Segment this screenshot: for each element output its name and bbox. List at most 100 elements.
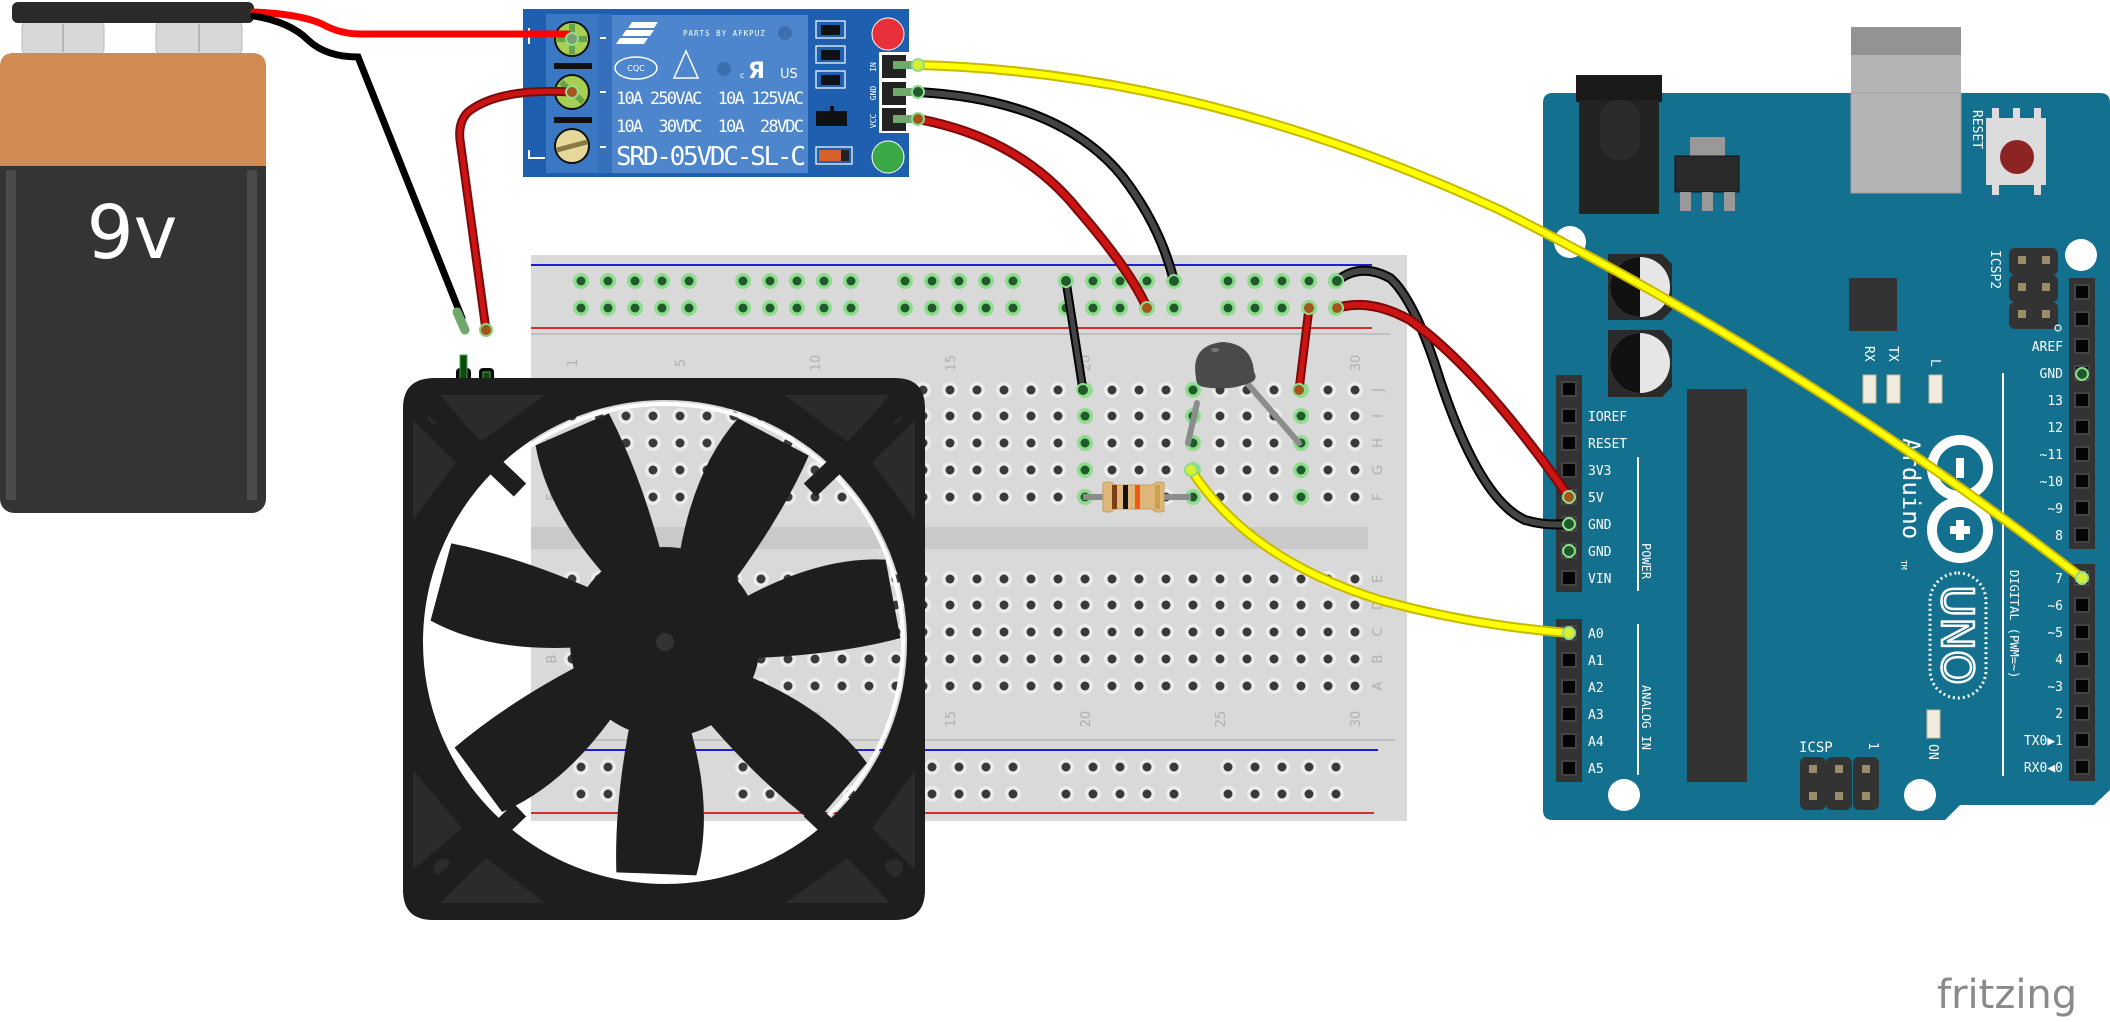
breadboard-hole[interactable] [672, 462, 688, 478]
header-pin[interactable] [2076, 421, 2088, 433]
breadboard-hole[interactable] [1320, 624, 1336, 640]
breadboard-hole[interactable] [618, 408, 634, 424]
rail-hole[interactable] [1085, 273, 1101, 289]
rail-hole[interactable] [1274, 759, 1290, 775]
breadboard-hole[interactable] [1266, 382, 1282, 398]
breadboard-hole[interactable] [1185, 678, 1201, 694]
breadboard-hole[interactable] [1050, 624, 1066, 640]
breadboard-hole[interactable] [672, 408, 688, 424]
rail-hole[interactable] [627, 273, 643, 289]
rail-hole[interactable] [573, 300, 589, 316]
rail-hole[interactable] [600, 786, 616, 802]
breadboard-hole[interactable] [1104, 678, 1120, 694]
rail-hole[interactable] [1274, 786, 1290, 802]
breadboard-hole[interactable] [1347, 382, 1363, 398]
breadboard-hole[interactable] [1050, 489, 1066, 505]
breadboard-hole[interactable] [969, 408, 985, 424]
breadboard-hole[interactable] [996, 678, 1012, 694]
breadboard-hole[interactable] [1077, 624, 1093, 640]
breadboard-hole[interactable] [645, 462, 661, 478]
arduino-uno[interactable]: RESET ICSP2 [1543, 27, 2110, 820]
rail-hole[interactable] [573, 786, 589, 802]
breadboard-hole[interactable] [1104, 571, 1120, 587]
breadboard-hole[interactable] [1050, 651, 1066, 667]
rail-hole[interactable] [924, 273, 940, 289]
rail-hole[interactable] [843, 273, 859, 289]
breadboard-hole[interactable] [645, 408, 661, 424]
breadboard-hole[interactable] [969, 597, 985, 613]
breadboard-hole[interactable] [996, 597, 1012, 613]
breadboard-hole[interactable] [1050, 571, 1066, 587]
rail-hole[interactable] [924, 759, 940, 775]
header-pin[interactable] [1563, 437, 1575, 449]
breadboard-hole[interactable] [645, 435, 661, 451]
rail-hole[interactable] [951, 759, 967, 775]
wire-endpoint[interactable] [2075, 571, 2089, 585]
breadboard-hole[interactable] [1131, 678, 1147, 694]
header-pin[interactable] [2076, 599, 2088, 611]
breadboard-hole[interactable] [942, 678, 958, 694]
breadboard-hole[interactable] [1266, 597, 1282, 613]
breadboard-hole[interactable] [1131, 408, 1147, 424]
breadboard-hole[interactable] [1158, 382, 1174, 398]
rail-hole[interactable] [600, 273, 616, 289]
breadboard-hole[interactable] [1050, 382, 1066, 398]
breadboard-hole[interactable] [996, 489, 1012, 505]
breadboard-hole[interactable] [1266, 624, 1282, 640]
rail-hole[interactable] [762, 273, 778, 289]
breadboard-hole[interactable] [969, 651, 985, 667]
breadboard-hole[interactable] [1212, 462, 1228, 478]
rail-hole[interactable] [951, 273, 967, 289]
breadboard-hole[interactable] [1266, 489, 1282, 505]
breadboard-hole[interactable] [1320, 462, 1336, 478]
breadboard-hole[interactable] [942, 571, 958, 587]
wire-thermistor-to-a0[interactable] [1186, 465, 1574, 638]
breadboard-hole[interactable] [1023, 571, 1039, 587]
header-pin[interactable] [1563, 681, 1575, 693]
breadboard-hole[interactable] [942, 597, 958, 613]
header-pin[interactable] [1563, 383, 1575, 395]
rail-hole[interactable] [1005, 786, 1021, 802]
breadboard-hole[interactable] [1266, 678, 1282, 694]
rail-hole[interactable] [789, 300, 805, 316]
breadboard-hole[interactable] [996, 462, 1012, 478]
breadboard-hole[interactable] [699, 435, 715, 451]
rail-hole[interactable] [735, 300, 751, 316]
breadboard-hole[interactable] [1239, 597, 1255, 613]
rail-hole[interactable] [1328, 786, 1344, 802]
rail-hole[interactable] [1301, 759, 1317, 775]
breadboard-hole[interactable] [1347, 489, 1363, 505]
breadboard-hole[interactable] [1293, 489, 1309, 505]
breadboard-hole[interactable] [1239, 651, 1255, 667]
breadboard-hole[interactable] [1212, 597, 1228, 613]
breadboard-hole[interactable] [1212, 571, 1228, 587]
header-pin[interactable] [1563, 735, 1575, 747]
breadboard-hole[interactable] [753, 571, 769, 587]
header-pin[interactable] [2076, 529, 2088, 541]
rail-hole[interactable] [1085, 759, 1101, 775]
header-pin[interactable] [2076, 448, 2088, 460]
breadboard-hole[interactable] [942, 489, 958, 505]
breadboard-hole[interactable] [1131, 462, 1147, 478]
header-pin[interactable] [1563, 762, 1575, 774]
wire-endpoint[interactable] [565, 85, 579, 99]
breadboard-hole[interactable] [942, 651, 958, 667]
rail-hole[interactable] [681, 300, 697, 316]
header-pin[interactable] [1563, 572, 1575, 584]
header-pin[interactable] [2076, 761, 2088, 773]
breadboard-hole[interactable] [645, 489, 661, 505]
rail-hole[interactable] [789, 273, 805, 289]
rail-hole[interactable] [600, 300, 616, 316]
rail-hole[interactable] [978, 273, 994, 289]
rail-hole[interactable] [1301, 786, 1317, 802]
breadboard-hole[interactable] [996, 624, 1012, 640]
rail-hole[interactable] [951, 300, 967, 316]
rail-hole[interactable] [1058, 786, 1074, 802]
breadboard-hole[interactable] [1077, 571, 1093, 587]
breadboard-hole[interactable] [969, 382, 985, 398]
breadboard-hole[interactable] [969, 489, 985, 505]
rail-hole[interactable] [573, 273, 589, 289]
breadboard-hole[interactable] [1212, 435, 1228, 451]
wire-endpoint[interactable] [2075, 367, 2089, 381]
rail-hole[interactable] [1085, 300, 1101, 316]
